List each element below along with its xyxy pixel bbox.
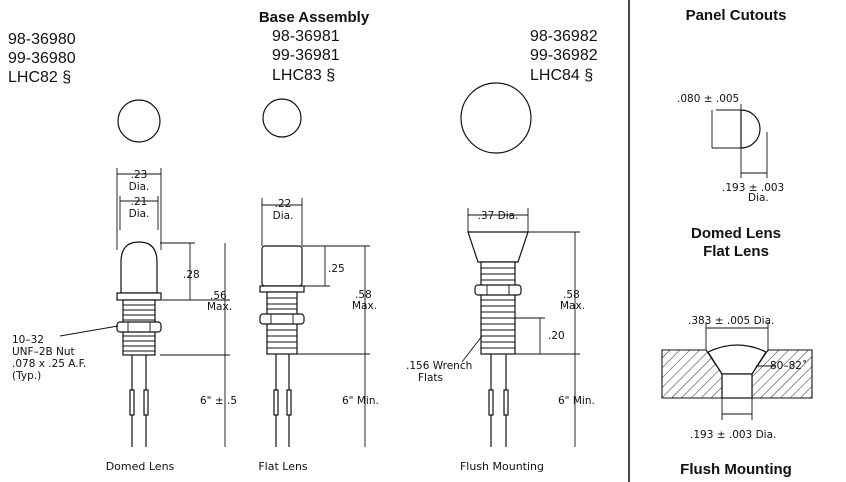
flush-part-number-2: 99-36982 [530,47,598,64]
domed-dia-dim-1-unit: Dia. [129,181,150,193]
flush-height-dim-2: .20 [548,330,565,342]
flush-height-dim-1: .58 [563,289,580,301]
panel-cutouts-title: Panel Cutouts [686,7,787,24]
domed-part-number-1: 98-36980 [8,31,76,48]
flat-part-number-2: 99-36981 [272,47,340,64]
flush-cutout-drawing [661,322,813,420]
flush-part-number-3: LHC84 § [530,67,593,84]
flat-dia-dim: .22 [275,198,292,210]
nut-spec-2: UNF–2B Nut [12,346,75,358]
nut-spec-1: 10–32 [12,334,44,346]
flat-part-number-3: LHC83 § [272,67,335,84]
flush-top-view-circle [460,82,532,154]
domed-dia-dim-1: .23 [131,169,148,181]
panel-dia-dim: .193 ± .003 [722,182,784,194]
cutout-angle-dim: 80–82˚ [770,360,807,372]
domed-part-number-3: LHC82 § [8,69,71,86]
nut-spec-3: .078 x .25 A.F. [12,358,86,370]
flat-height-dim-1: .25 [328,263,345,275]
cutout-bottom-dim: .193 ± .003 Dia. [690,429,776,441]
flat-top-view-circle [262,98,302,138]
domed-height-dim-1: .28 [183,269,200,281]
domed-lead-dim: 6" ± .5 [200,395,237,407]
flush-mounting-title: Flush Mounting [680,461,792,478]
flush-lamp-drawing [461,208,580,447]
flush-lead-dim: 6" Min. [558,395,595,407]
flush-caption: Flush Mounting [460,460,544,473]
panel-cutout-drawing [711,104,768,178]
wrench-flats-spec-2: Flats [418,372,443,384]
domed-dia-dim-2: .21 [131,196,148,208]
flush-height-dim-1-unit: Max. [560,300,585,312]
flat-part-number-1: 98-36981 [272,28,340,45]
flush-dia-dim: .37 Dia. [478,210,519,222]
base-assembly-title: Base Assembly [259,9,370,26]
domed-height-dim-2-unit: Max. [207,301,232,313]
domed-lens-title: Domed Lens [691,225,781,242]
flat-dia-dim-unit: Dia. [273,210,294,222]
panel-hole-dim: .080 ± .005 [677,93,739,105]
domed-lamp-drawing [59,168,230,447]
flat-height-dim-2-unit: Max. [352,300,377,312]
domed-caption: Domed Lens [106,460,175,473]
flat-caption: Flat Lens [258,460,308,473]
domed-part-number-2: 99-36980 [8,50,76,67]
flush-part-number-1: 98-36982 [530,28,598,45]
domed-height-dim-2: .56 [210,290,227,302]
wrench-flats-spec-1: .156 Wrench [406,360,472,372]
nut-spec-4: (Typ.) [12,370,41,382]
domed-dia-dim-2-unit: Dia. [129,208,150,220]
flat-lens-title: Flat Lens [703,243,769,260]
cutout-top-dim: .383 ± .005 Dia. [688,315,774,327]
domed-top-view-circle [117,99,161,143]
flat-lamp-drawing [259,198,370,447]
flat-lead-dim: 6" Min. [342,395,379,407]
panel-dia-dim-unit: Dia. [748,192,769,204]
flat-height-dim-2: .58 [355,289,372,301]
